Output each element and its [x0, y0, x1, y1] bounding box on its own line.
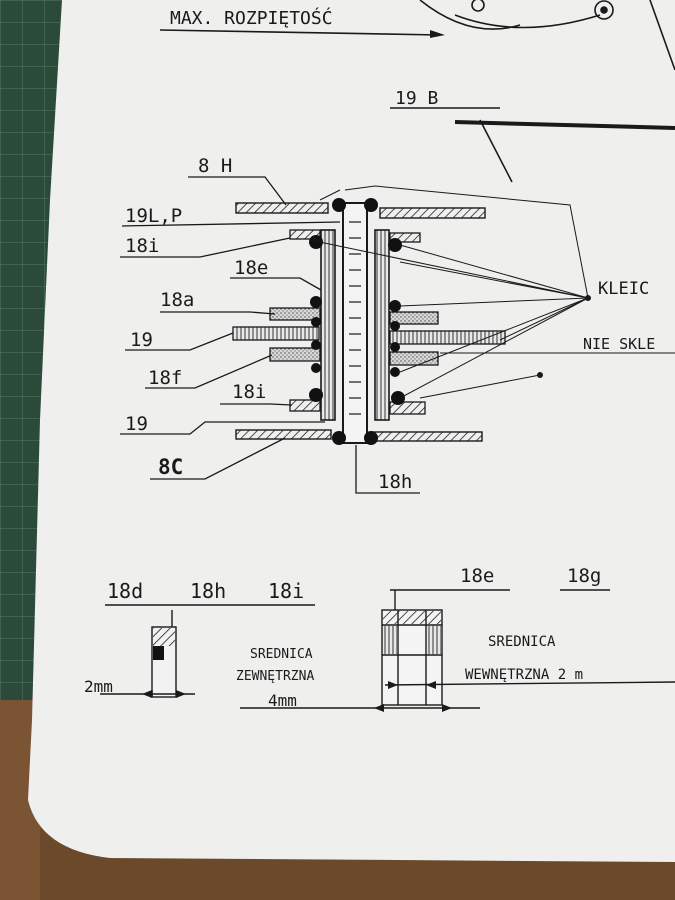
label-18f: 18f: [148, 367, 182, 389]
label-detail-18d: 18d: [107, 579, 143, 603]
plate-8c-right: [371, 431, 483, 442]
label-19lp: 19L,P: [125, 205, 182, 227]
dim-arrow-icon: [388, 681, 398, 689]
label-srednica-2: SREDNICA: [488, 634, 556, 650]
label-kleic: KLEIC: [598, 279, 649, 299]
plate-8c-left: [235, 429, 332, 440]
washer-18i-bottom-right: [389, 401, 426, 415]
label-srednica-1: SREDNICA: [250, 647, 313, 662]
label-18i-bottom: 18i: [232, 381, 266, 403]
label-detail-18h: 18h: [190, 579, 226, 603]
detail-wall-right: [427, 626, 441, 654]
label-18h: 18h: [378, 471, 412, 493]
detail-ring-18i: [153, 628, 175, 646]
label-19-a: 19: [130, 329, 153, 351]
detail-ring-18h: [153, 646, 164, 660]
label-18a: 18a: [160, 289, 194, 311]
label-18e: 18e: [234, 257, 268, 279]
label-wewnetrzna: WEWNĘTRZNA 2 m: [465, 667, 583, 683]
label-2mm: 2mm: [84, 677, 113, 696]
tube-18e-right: [374, 229, 390, 421]
dim-arrow-icon: [142, 690, 152, 698]
shaft-18h: [342, 202, 368, 444]
tube-18e-left: [320, 229, 336, 421]
ring-18a-right: [389, 311, 439, 325]
label-19-b: 19: [125, 413, 148, 435]
rib-19-left: [232, 326, 320, 341]
plate-8h-right: [379, 207, 486, 219]
washer-18i-top-left: [289, 229, 321, 240]
leader-lines-right: [309, 185, 675, 399]
label-detail-18e: 18e: [460, 565, 494, 587]
washer-18i-top-right: [389, 232, 421, 243]
label-max-span: MAX. ROZPIĘTOŚĆ: [170, 7, 333, 29]
label-8h: 8 H: [198, 155, 232, 177]
arrow-head-icon: [430, 30, 445, 38]
dim-arrow-icon: [426, 681, 436, 689]
nie-skle-junction-icon: [537, 372, 543, 378]
glue-dots: [309, 198, 405, 445]
plate-8h-left: [235, 202, 329, 214]
label-4mm: 4mm: [268, 691, 297, 710]
label-detail-18g: 18g: [567, 565, 601, 587]
label-zewnetrzna: ZEWNĘTRZNA: [236, 669, 314, 684]
ring-18f-left: [269, 347, 321, 362]
leader-lines-left: [120, 176, 420, 494]
ring-18a-left: [269, 307, 321, 321]
detail-cap-hatch: [383, 611, 441, 624]
label-detail-18i: 18i: [268, 579, 304, 603]
ring-18f-right: [389, 351, 439, 366]
label-19b: 19 B: [395, 88, 438, 109]
label-nie-skle: NIE SKLE: [583, 335, 655, 353]
dim-arrow-icon: [176, 690, 186, 698]
top-fragment: [159, 0, 675, 183]
label-18i-top: 18i: [125, 235, 159, 257]
kleic-junction-icon: [585, 295, 591, 301]
dim-arrow-icon: [374, 704, 384, 712]
shaft-rungs: [349, 221, 361, 415]
detail-wall-left: [383, 626, 397, 654]
dim-arrow-icon: [442, 704, 452, 712]
label-8c: 8C: [158, 455, 183, 479]
